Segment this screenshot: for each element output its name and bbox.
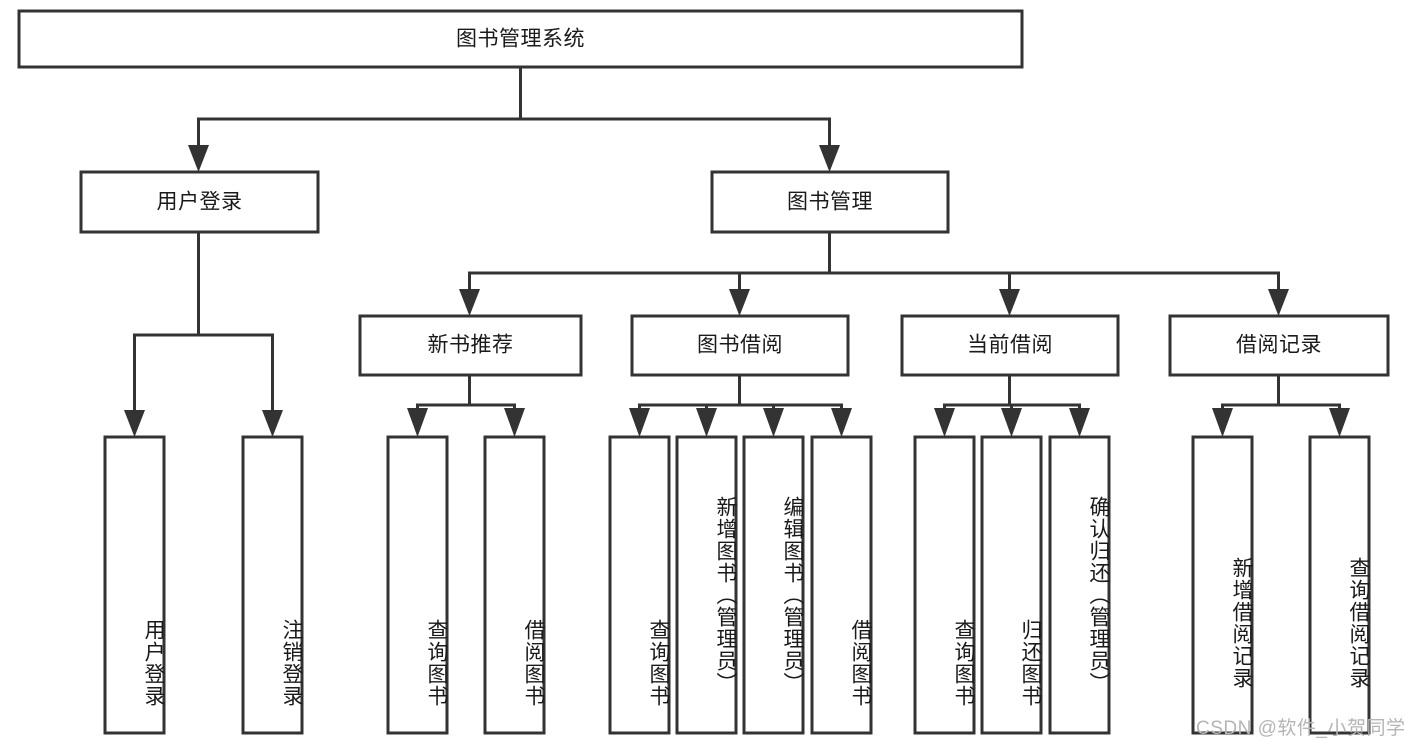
arrow-head-current-borrow [999, 289, 1020, 316]
arrow-head-leaf-borrow-book-1 [504, 408, 525, 437]
node-user-login-label: 用户登录 [157, 191, 243, 214]
node-borrow-records[interactable]: 借阅记录 [1168, 314, 1390, 377]
leaf-add-record-box[interactable] [1191, 435, 1254, 735]
leaf-edit-book-box[interactable] [742, 435, 805, 735]
node-book-borrow[interactable]: 图书借阅 [630, 314, 850, 377]
arrow-head-leaf-add-book [696, 408, 717, 437]
node-new-book-recommend-label: 新书推荐 [428, 334, 514, 357]
node-user-login-box [79, 170, 320, 234]
node-new-book-recommend[interactable]: 新书推荐 [358, 314, 583, 377]
arrow-head-leaf-query-book-2 [629, 408, 650, 437]
leaf-query-book-2-box[interactable] [608, 435, 671, 735]
node-borrow-records-box [1168, 314, 1390, 377]
node-current-borrow[interactable]: 当前借阅 [900, 314, 1120, 377]
arrow-head-borrow-records [1268, 289, 1289, 316]
arrow-head-new-book-recommend [459, 289, 480, 316]
arrow-head-leaf-query-book-3 [934, 408, 955, 437]
leaf-return-book-box[interactable] [980, 435, 1043, 735]
leaf-add-book-box[interactable] [675, 435, 738, 735]
arrow-head-leaf-add-record [1212, 408, 1233, 437]
arrow-head-leaf-confirm-return [1069, 408, 1090, 437]
csdn-watermark: CSDN @软件_小贺同学 [1196, 718, 1405, 739]
arrow-head-book-manage [819, 145, 840, 172]
arrow-head-leaf-query-book-1 [407, 408, 428, 437]
node-root[interactable]: 图书管理系统 [17, 9, 1024, 69]
node-root-label: 图书管理系统 [456, 28, 585, 51]
arrow-head-book-borrow [729, 289, 750, 316]
leaf-box-layer [103, 435, 1371, 735]
arrow-head-leaf-borrow-book-2 [831, 408, 852, 437]
node-book-manage-box [710, 170, 950, 234]
leaf-user-login-box[interactable] [103, 435, 166, 735]
leaf-borrow-book-2-box[interactable] [810, 435, 873, 735]
connector-layer [124, 65, 1350, 437]
node-current-borrow-box [900, 314, 1120, 377]
node-user-login[interactable]: 用户登录 [79, 170, 320, 234]
arrow-head-leaf-query-record [1329, 408, 1350, 437]
leaf-borrow-book-1-box[interactable] [483, 435, 546, 735]
leaf-query-record-box[interactable] [1308, 435, 1371, 735]
arrow-head-user-login [188, 145, 209, 172]
node-book-manage-label: 图书管理 [787, 191, 873, 214]
node-new-book-recommend-box [358, 314, 583, 377]
node-book-borrow-box [630, 314, 850, 377]
node-book-manage[interactable]: 图书管理 [710, 170, 950, 234]
arrow-head-leaf-edit-book [763, 408, 784, 437]
node-current-borrow-label: 当前借阅 [967, 334, 1053, 357]
leaf-query-book-3-box[interactable] [913, 435, 976, 735]
node-borrow-records-label: 借阅记录 [1236, 334, 1322, 357]
arrow-head-leaf-return-book [1001, 408, 1022, 437]
arrow-head-leaf-user-login [124, 410, 145, 437]
node-book-borrow-label: 图书借阅 [697, 334, 783, 357]
node-root-box [17, 9, 1024, 69]
leaf-query-book-1-box[interactable] [386, 435, 449, 735]
leaf-user-logout-box[interactable] [241, 435, 304, 735]
leaf-confirm-return-box[interactable] [1048, 435, 1111, 735]
arrow-head-leaf-user-logout [262, 410, 283, 437]
